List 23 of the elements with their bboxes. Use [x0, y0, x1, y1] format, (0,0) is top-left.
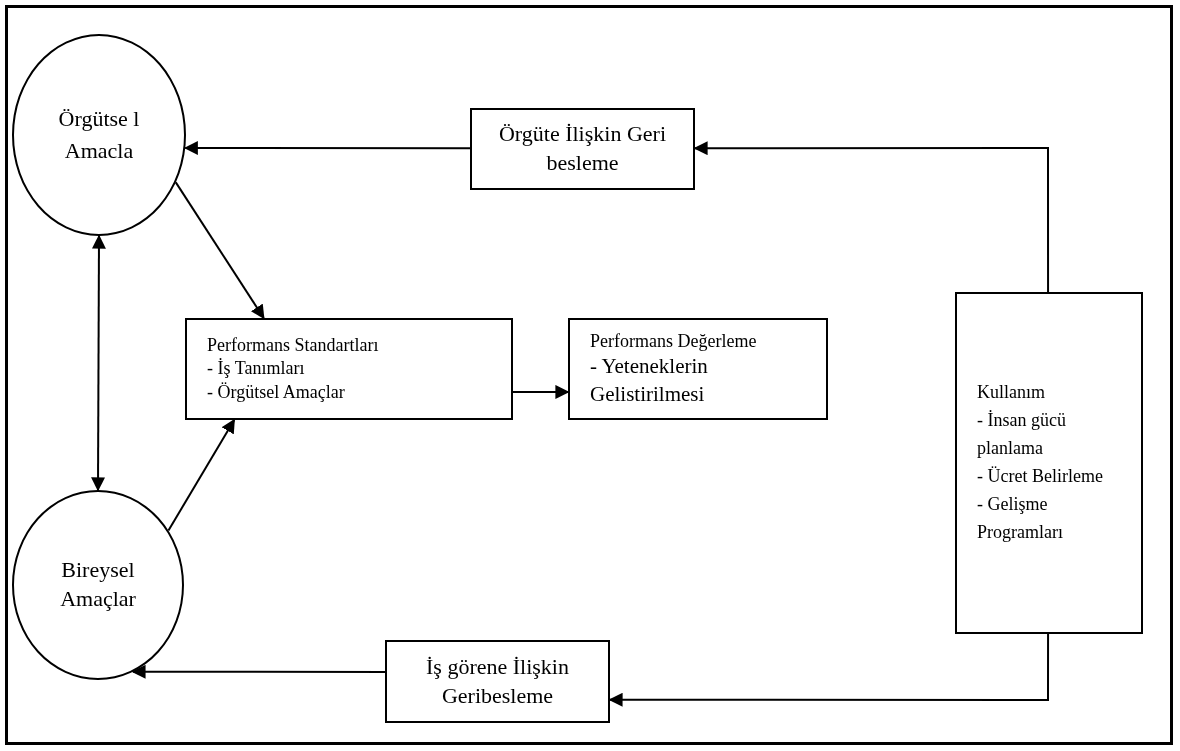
process-box: [568, 318, 828, 420]
arrow: [131, 664, 386, 679]
node-text: Örgütse l Amacla: [57, 105, 141, 165]
node-text: Bireysel Amaçlar: [59, 556, 137, 613]
arrow: [174, 181, 265, 320]
arrow: [512, 384, 570, 399]
node-text: Kullanım: [977, 381, 1045, 405]
process-box: [385, 640, 610, 723]
node-text: - Ücret Belirleme: [977, 465, 1103, 488]
node-text: - Gelişme Programları: [977, 492, 1064, 544]
arrow: [167, 418, 236, 532]
node-text: - İnsan gücü planlama: [977, 409, 1067, 461]
node-text: Örgüte İlişkin Geri besleme: [498, 120, 667, 177]
node-text: İş görene İlişkin Geribesleme: [425, 652, 570, 710]
node-text: - Yeteneklerin Gelistirilmesi: [590, 353, 709, 408]
arrow: [91, 234, 106, 492]
process-box: [955, 292, 1143, 634]
node-text: Performans Standartları: [207, 333, 379, 357]
node-text: Performans Değerleme: [590, 330, 757, 353]
node-text: - Örgütsel Amaçlar: [207, 380, 345, 404]
process-box: [470, 108, 695, 190]
process-box: [185, 318, 513, 420]
node-text: - İş Tanımları: [207, 357, 305, 381]
